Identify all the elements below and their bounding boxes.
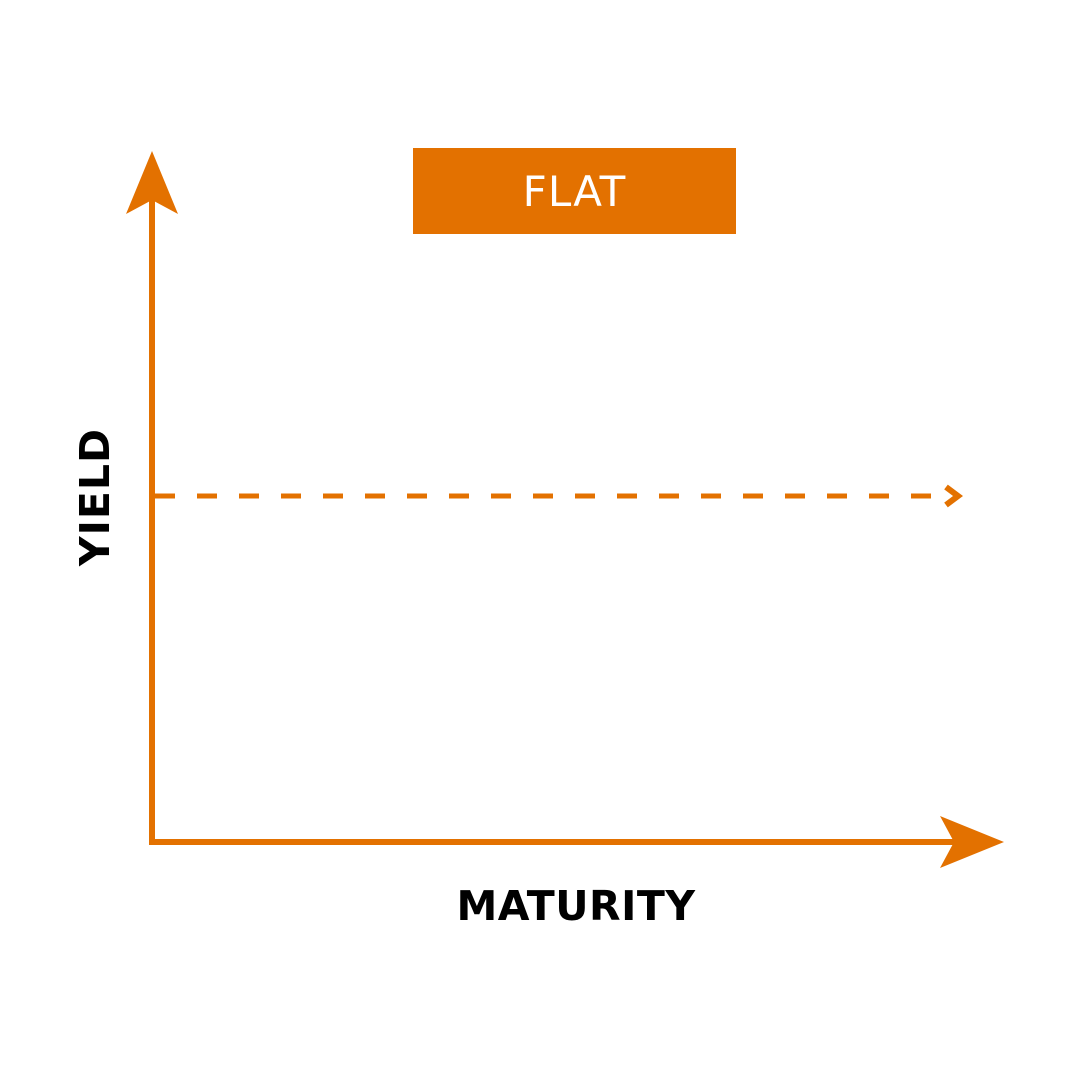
chart-title: FLAT xyxy=(522,166,627,216)
y-axis-arrow-icon xyxy=(126,151,178,214)
x-axis-arrow-icon xyxy=(940,816,1004,868)
x-axis-label: MATURITY xyxy=(456,882,696,930)
curve-chevron-icon xyxy=(944,484,963,508)
title-box-bg xyxy=(413,148,736,234)
y-axis-label: YIELD xyxy=(71,427,119,567)
chart-title-badge: FLAT xyxy=(413,148,736,234)
